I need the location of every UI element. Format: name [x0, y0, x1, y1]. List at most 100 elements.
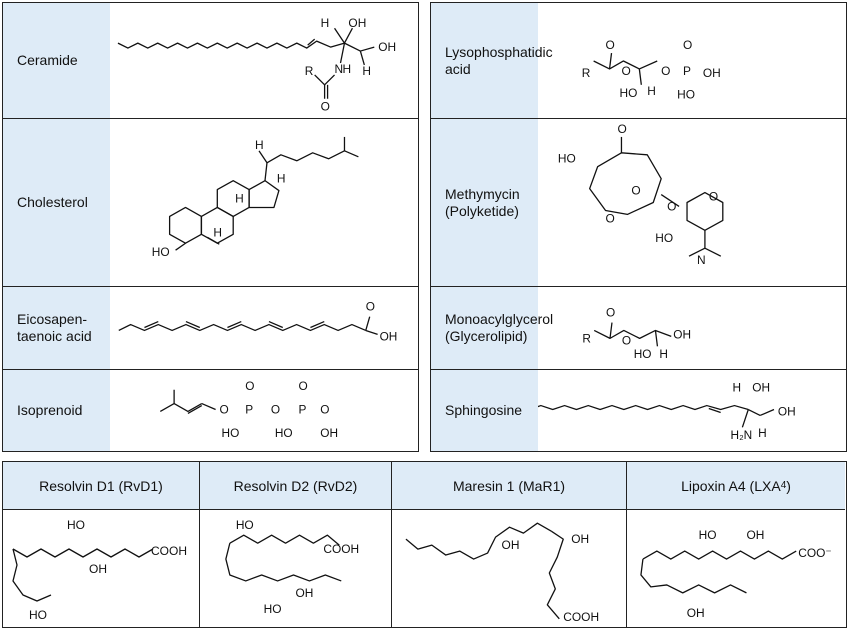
atom-iso-oh: OH	[320, 426, 338, 440]
row-mag: Monoacylglycerol (Glycerolipid) O R O OH…	[431, 286, 846, 369]
atom-mag-o2: O	[622, 333, 631, 347]
atom-rvd2-ho1: HO	[236, 518, 254, 532]
column-rvd2: Resolvin D2 (RvD2) HO COOH HO OH	[199, 462, 391, 627]
atom-methy-o5: O	[709, 190, 718, 204]
structure-rvd1: HO COOH OH HO	[3, 509, 199, 627]
structure-rvd2: HO COOH HO OH	[200, 509, 391, 627]
atom-lxa4-ho: HO	[699, 528, 717, 542]
atom-cholesterol-h4: H	[213, 225, 222, 239]
atom-lxa4-oh1: OH	[746, 528, 764, 542]
atom-epa-oh: OH	[380, 329, 398, 343]
left-panel: Ceramide H OH OH N H H R	[2, 2, 419, 452]
title-mar1: Maresin 1 (MaR1)	[392, 462, 626, 510]
atom-iso-ho2: HO	[275, 426, 293, 440]
title-rvd2: Resolvin D2 (RvD2)	[200, 462, 391, 510]
atom-ceramide-n: N	[335, 62, 344, 76]
atom-lpa-o3: O	[683, 38, 692, 52]
row-methymycin: Methymycin (Polyketide) O HO O O O O HO …	[431, 118, 846, 286]
atom-mar1-cooh: COOH	[563, 610, 599, 624]
structure-ceramide: H OH OH N H H R O	[110, 3, 418, 118]
atom-iso-o1: O	[245, 379, 254, 393]
structure-lpa: O O R O O P OH HO H HO	[538, 3, 846, 118]
structure-methymycin: O HO O O O O HO N	[538, 119, 846, 286]
atom-cholesterol-h3: H	[235, 192, 244, 206]
atom-rvd1-ho2: HO	[29, 608, 47, 622]
row-isoprenoid: Isoprenoid O O P P O O O HO HO OH	[3, 369, 418, 451]
atom-sph-h2: H	[758, 426, 767, 440]
atom-lxa4-oh2: OH	[687, 606, 705, 620]
atom-iso-o2: O	[299, 379, 308, 393]
row-epa: Eicosapen- taenoic acid O OH	[3, 286, 418, 369]
atom-lpa-p: P	[683, 64, 691, 78]
atom-mar1-oh2: OH	[571, 532, 589, 546]
atom-ceramide-oh1: OH	[348, 16, 366, 30]
atom-lpa-ho2: HO	[619, 86, 637, 100]
atom-methy-o2: O	[606, 211, 615, 225]
structure-cholesterol: H H H H HO	[110, 119, 418, 286]
atom-rvd2-oh: OH	[296, 586, 314, 600]
atom-ceramide-r: R	[305, 64, 314, 78]
atom-ceramide-o: O	[321, 100, 330, 114]
atom-sph-oh1: OH	[752, 381, 770, 395]
atom-iso-o5: O	[320, 402, 329, 416]
column-mar1: Maresin 1 (MaR1) OH OH COOH	[391, 462, 626, 627]
atom-iso-p1: P	[245, 402, 253, 416]
title-lxa4-main: Lipoxin A4 (LXA	[681, 477, 781, 494]
atom-rvd2-ho2: HO	[264, 602, 282, 616]
label-lpa: Lysophosphatidic acid	[431, 3, 553, 118]
atom-lpa-o1: O	[606, 38, 615, 52]
row-lpa: Lysophosphatidic acid O O R O O P OH HO …	[431, 3, 846, 118]
atom-lpa-h: H	[647, 84, 656, 98]
right-panel: Lysophosphatidic acid O O R O O P OH HO …	[430, 2, 847, 452]
structure-isoprenoid: O O P P O O O HO HO OH	[110, 370, 418, 451]
atom-cholesterol-h1: H	[255, 138, 264, 152]
structure-mar1: OH OH COOH	[392, 509, 626, 627]
label-isoprenoid: Isoprenoid	[3, 370, 110, 451]
atom-methy-ho2: HO	[655, 231, 673, 245]
atom-epa-o: O	[366, 300, 375, 314]
row-cholesterol: Cholesterol H H H H HO	[3, 118, 418, 286]
label-methymycin: Methymycin (Polyketide)	[431, 119, 538, 286]
atom-mar1-oh1: OH	[502, 538, 520, 552]
atom-iso-ho1: HO	[222, 426, 240, 440]
structure-epa: O OH	[110, 287, 418, 369]
atom-cholesterol-h2: H	[277, 172, 286, 186]
column-rvd1: Resolvin D1 (RvD1) HO COOH OH HO	[3, 462, 199, 627]
atom-sph-h1: H	[733, 381, 742, 395]
row-sphingosine: Sphingosine H OH OH H₂N H	[431, 369, 846, 451]
atom-mag-ho: HO	[634, 347, 652, 361]
atom-methy-ho1: HO	[558, 152, 576, 166]
title-lxa4-sub: 4	[780, 480, 787, 491]
title-lxa4-end: )	[786, 477, 791, 494]
atom-sph-oh2: OH	[778, 404, 796, 418]
atom-lpa-o2: O	[621, 64, 630, 78]
atom-rvd1-oh: OH	[89, 562, 107, 576]
label-sphingosine: Sphingosine	[431, 370, 538, 451]
atom-mag-oh: OH	[673, 327, 691, 341]
atom-mag-o1: O	[606, 306, 615, 320]
atom-cholesterol-ho: HO	[152, 245, 170, 259]
atom-ceramide-h3: H	[362, 64, 371, 78]
atom-ceramide-h2: H	[342, 62, 351, 76]
atom-lpa-oh: OH	[703, 66, 721, 80]
atom-mag-r: R	[582, 331, 591, 345]
atom-methy-o1: O	[617, 122, 626, 136]
row-ceramide: Ceramide H OH OH N H H R	[3, 3, 418, 118]
atom-lxa4-coo: COO⁻	[798, 546, 832, 560]
atom-sph-h2n: H₂N	[731, 428, 753, 442]
structure-sphingosine: H OH OH H₂N H	[538, 370, 846, 451]
atom-lpa-r: R	[582, 66, 591, 80]
atom-methy-o3: O	[631, 184, 640, 198]
bottom-panel: Resolvin D1 (RvD1) HO COOH OH HO Resolvi…	[2, 461, 847, 628]
title-rvd1: Resolvin D1 (RvD1)	[3, 462, 199, 510]
label-mag: Monoacylglycerol (Glycerolipid)	[431, 287, 553, 369]
atom-ceramide-oh2: OH	[378, 40, 396, 54]
atom-rvd1-cooh: COOH	[151, 544, 187, 558]
atom-rvd1-ho1: HO	[67, 518, 85, 532]
label-ceramide: Ceramide	[3, 3, 110, 118]
atom-ceramide-h1: H	[321, 16, 330, 30]
atom-iso-o4: O	[271, 402, 280, 416]
atom-methy-o4: O	[667, 199, 676, 213]
